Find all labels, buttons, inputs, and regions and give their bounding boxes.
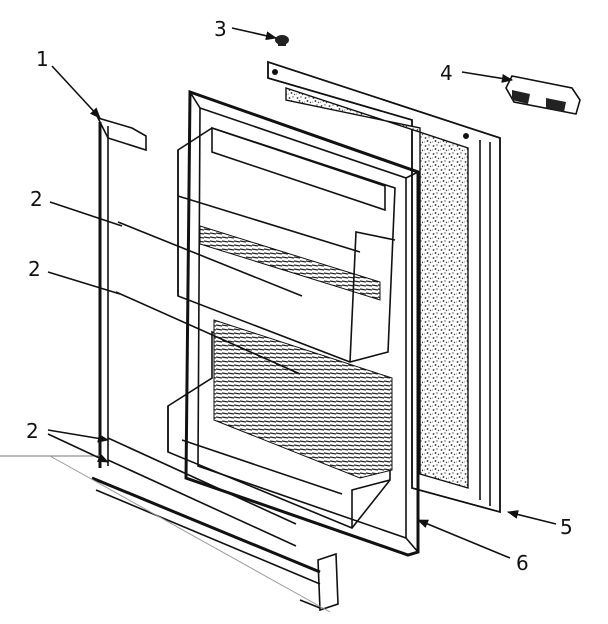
upper-door-shelf [177,126,396,363]
callout-2-middle: 2 [28,257,41,281]
shelf-bars [107,221,303,547]
callout-2-upper: 2 [30,187,43,211]
lower-door-shelf [167,319,393,529]
door-gasket [91,116,339,612]
background-lines [0,455,331,613]
leader-lines [47,27,557,559]
callout-2-lower: 2 [26,419,39,443]
door-handle [505,75,581,115]
door-liner-frame [184,89,420,557]
callout-5: 5 [560,515,573,539]
callout-6: 6 [516,551,529,575]
callout-3: 3 [214,17,227,41]
callout-4: 4 [440,61,453,85]
outer-door-panel [267,60,501,514]
callout-1: 1 [36,47,49,71]
screw [275,35,289,46]
